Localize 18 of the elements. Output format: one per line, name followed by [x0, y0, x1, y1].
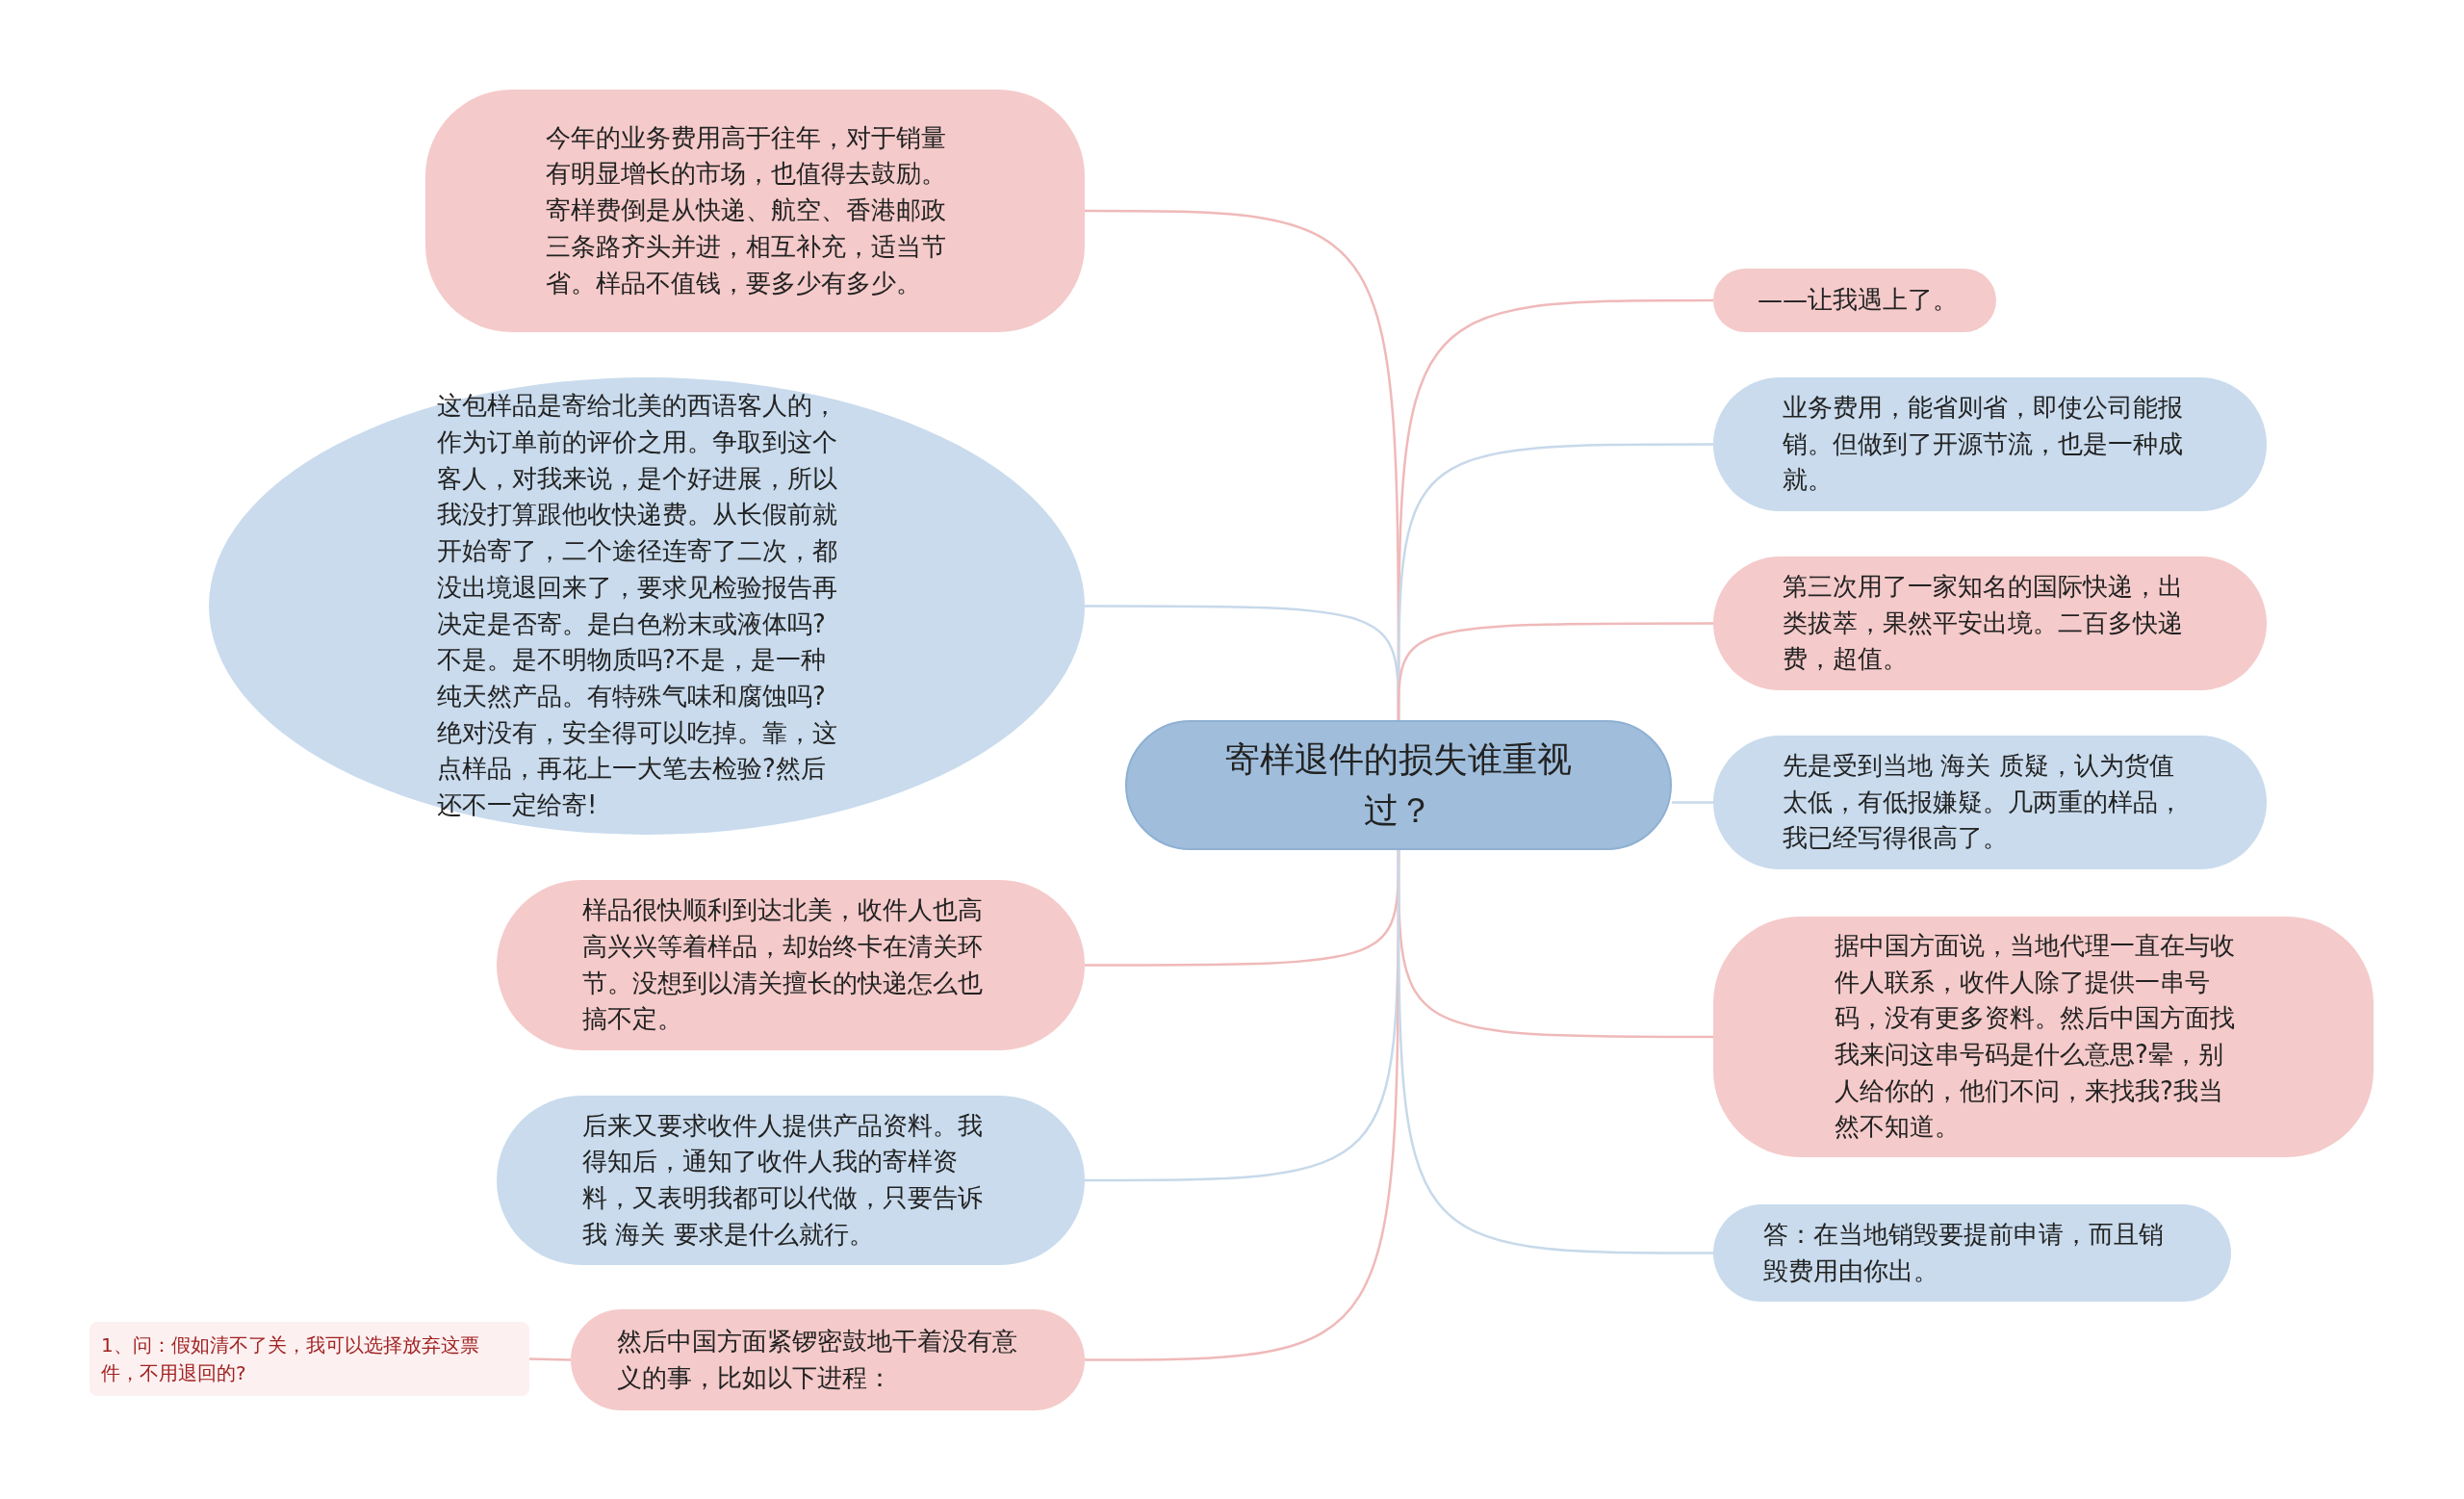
connector-line — [528, 1357, 572, 1361]
node-text: 业务费用，能省则省，即使公司能报销。但做到了开源节流，也是一种成就。 — [1783, 391, 2184, 497]
node-text: 这包样品是寄给北美的西语客人的，作为订单前的评价之用。争取到这个客人，对我来说，是个好进展，所以我没打算跟他收快递费。从长假前就开始寄了，二个途径连寄了二次，都没出境退回来了，要求见检验报告再决定是否寄。是白色粉末或液体吗?不是。是不明物质吗?不是，是一种纯天然产品。有特殊气味和腐蚀吗?绝对没有，安全得可以吃掉。靠，这点样品，再花上一大笔去检验?然后还不一定给寄! — [437, 390, 838, 821]
note-card — [90, 1322, 529, 1396]
connector-line — [1397, 622, 1713, 720]
node-text: 1、问：假如清不了关，我可以选择放弃这票件，不用退回的? — [101, 1331, 480, 1386]
node-text: 答：在当地销毁要提前申请，而且销毁费用由你出。 — [1763, 1218, 2165, 1287]
node-text: 后来又要求收件人提供产品资料。我得知后，通知了收件人我的寄样资料，又表明我都可以代做，只要告诉我 海关 要求是什么就行。 — [582, 1109, 984, 1251]
node-text: ——让我遇上了。 — [1758, 284, 1959, 317]
node-text: 寄样退件的损失谁重视过？ — [1224, 738, 1573, 832]
connector-line — [1672, 801, 1713, 804]
connector-line — [1397, 850, 1713, 1254]
node-text: 先是受到当地 海关 质疑，认为货值太低，有低报嫌疑。几两重的样品，我已经写得很高了。 — [1783, 749, 2184, 855]
node-text: 今年的业务费用高于往年，对于销量有明显增长的市场，也值得去鼓励。寄样费倒是从快递、航空、香港邮政三条路齐头并进，相互补充，适当节省。样品不值钱，要多少有多少。 — [546, 121, 947, 299]
node-text: 然后中国方面紧锣密鼓地干着没有意义的事，比如以下进程： — [617, 1325, 1018, 1394]
node-text: 样品很快顺利到达北美，收件人也高高兴兴等着样品，却始终卡在清关环节。没想到以清关擅长的快递怎么也搞不定。 — [582, 894, 984, 1036]
node-text: 第三次用了一家知名的国际快递，出类拔萃，果然平安出境。二百多快递费，超值。 — [1783, 570, 2184, 676]
node-text: 据中国方面说，当地代理一直在与收件人联系，收件人除了提供一串号码，没有更多资料。然后中国方面找我来问这串号码是什么意思?晕，别人给你的，他们不问，来找我?我当然不知道。 — [1835, 929, 2236, 1144]
